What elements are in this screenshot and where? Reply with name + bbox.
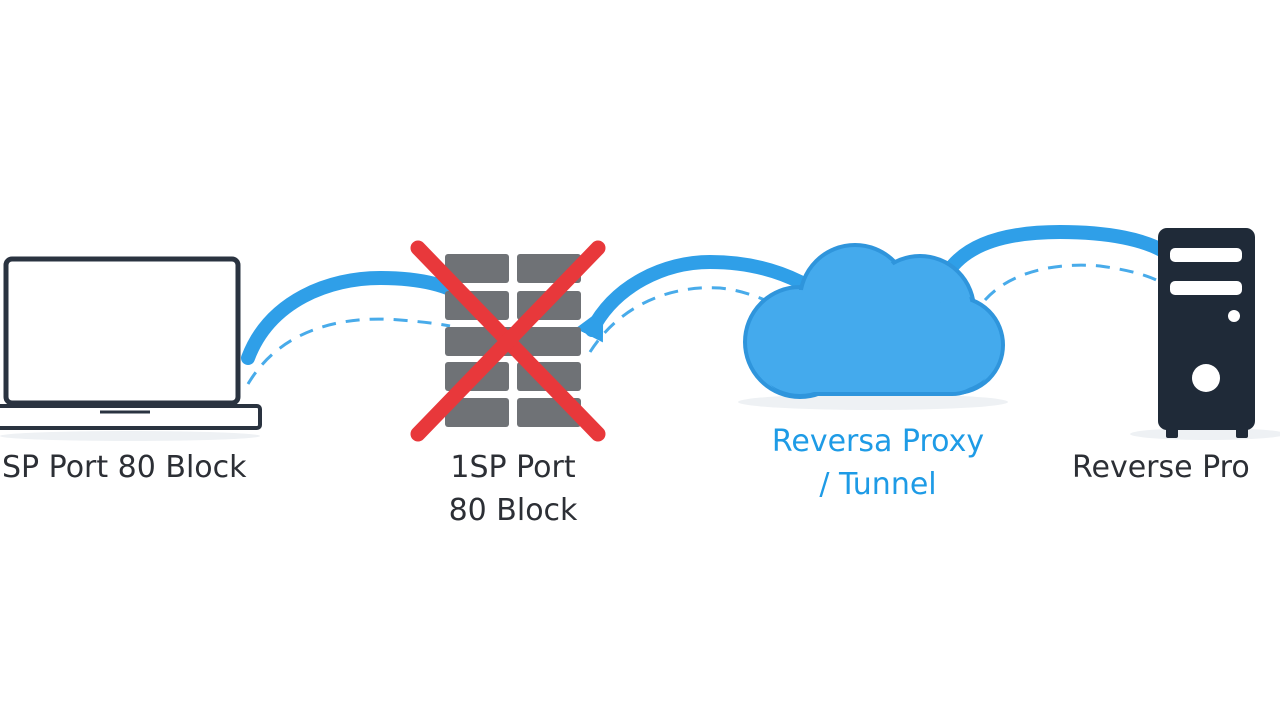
laptop-icon bbox=[0, 256, 262, 441]
flow-arc-client-to-firewall bbox=[241, 270, 477, 365]
server-label: Reverse Pro bbox=[1072, 450, 1250, 485]
proxy-label-line-1: Reversa Proxy bbox=[771, 424, 985, 459]
cloud-icon bbox=[738, 243, 1008, 410]
client-label: SP Port 80 Block bbox=[2, 450, 247, 485]
firewall-label-line-2: 80 Block bbox=[448, 493, 578, 528]
dashed-path-client-to-firewall bbox=[246, 317, 451, 385]
dashed-path-proxy-to-server bbox=[983, 263, 1161, 301]
firewall-label-line-1: 1SP Port bbox=[450, 450, 576, 485]
server-icon bbox=[1130, 228, 1280, 440]
cross-icon bbox=[410, 240, 606, 442]
flow-arc-proxy-to-server bbox=[941, 224, 1172, 279]
flow-arc-firewall-to-proxy bbox=[575, 254, 807, 343]
proxy-label-line-2: / Tunnel bbox=[819, 467, 937, 502]
